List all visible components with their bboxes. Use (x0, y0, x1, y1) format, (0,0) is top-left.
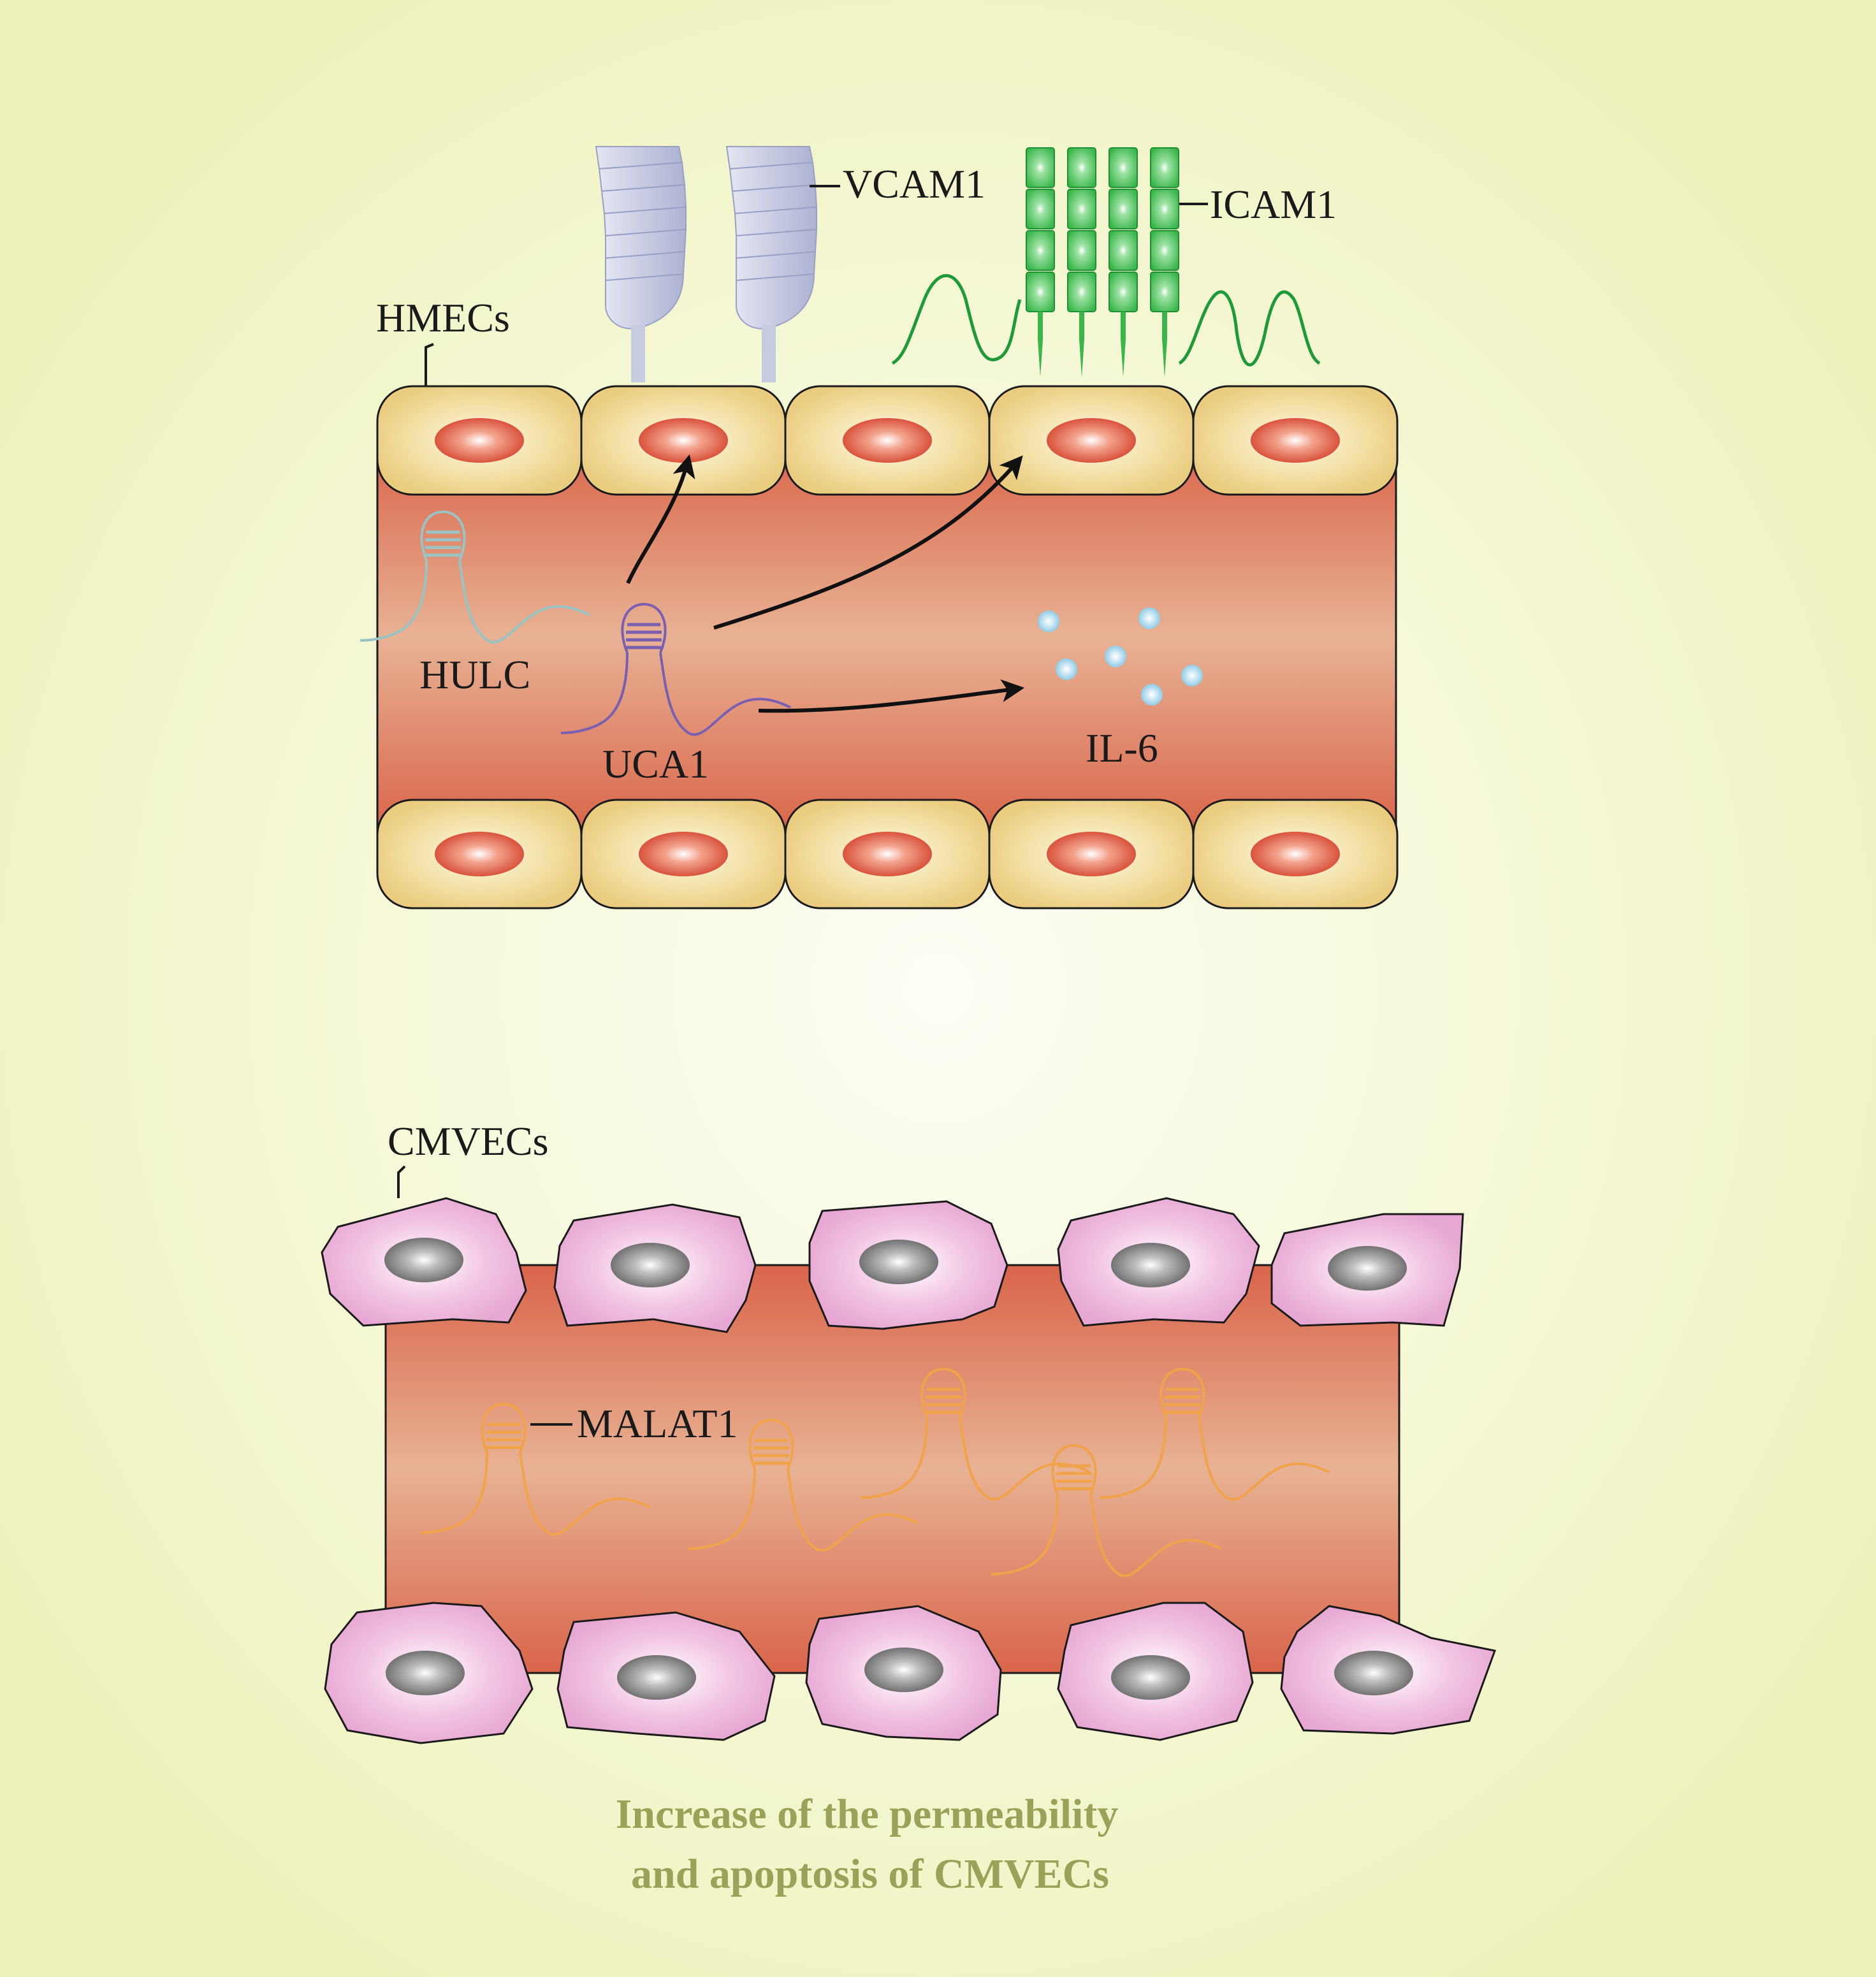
hmec-nucleus (1047, 418, 1136, 463)
hulc-label: HULC (419, 652, 530, 697)
hmec-nucleus (1251, 418, 1340, 463)
cmvec-panel: CMVECs MALAT1 (321, 1119, 1497, 1744)
il6-label: IL-6 (1086, 725, 1158, 771)
cmvec-nucleus (1334, 1651, 1413, 1695)
cmvecs-leader-line (397, 1165, 406, 1198)
hmec-nucleus (843, 418, 932, 463)
cmvec-nucleus (859, 1240, 938, 1284)
hmec-nucleus (639, 832, 728, 876)
cmvec-cell-row-bottom (324, 1602, 1497, 1744)
cmvec-nucleus (611, 1243, 690, 1287)
il6-particle (1181, 665, 1203, 686)
cmvec-nucleus (386, 1651, 465, 1695)
caption-line-2: and apoptosis of CMVECs (631, 1851, 1109, 1897)
cmvec-nucleus (617, 1655, 696, 1700)
cmvec-nucleus (384, 1238, 463, 1282)
cmvec-nucleus (1111, 1243, 1190, 1287)
hmec-nucleus (1251, 832, 1340, 876)
hmecs-label: HMECs (376, 295, 510, 340)
hmec-nucleus (1047, 832, 1136, 876)
hmec-nucleus (639, 418, 728, 463)
icam1-ligand-wave (891, 274, 1022, 365)
cmvec-nucleus (864, 1647, 943, 1692)
hmec-vessel-lumen (376, 438, 1397, 836)
cmvec-cell-row-top (321, 1197, 1464, 1333)
vcam1-label: VCAM1 (843, 161, 985, 206)
cmvec-vessel-lumen (384, 1264, 1400, 1674)
il6-particle (1141, 684, 1163, 706)
hmec-nucleus (435, 418, 524, 463)
hmec-nucleus (843, 832, 932, 876)
hmec-cell-row-bottom (376, 799, 1399, 909)
hmecs-leader-line (425, 343, 434, 386)
hmec-nucleus (435, 832, 524, 876)
il6-particle (1038, 611, 1059, 632)
malat1-label: MALAT1 (577, 1401, 738, 1446)
hmec-panel: VCAM1 ICAM1 (360, 146, 1399, 909)
il6-particle (1138, 607, 1160, 629)
cmvecs-label: CMVECs (388, 1119, 549, 1164)
uca1-label: UCA1 (602, 741, 709, 786)
icam1-ligand-wave (1178, 290, 1321, 366)
cmvec-nucleus (1328, 1246, 1407, 1291)
icam1-label: ICAM1 (1210, 182, 1337, 227)
arrow-uca1-to-vcam1 (626, 454, 695, 584)
caption-line-1: Increase of the permeability (616, 1791, 1119, 1837)
il6-particle (1056, 658, 1077, 680)
arrow-uca1-to-il6 (758, 679, 1025, 713)
hmec-cell-row-top (376, 385, 1399, 496)
cmvec-nucleus (1111, 1655, 1190, 1700)
il6-particle (1105, 646, 1126, 667)
arrow-uca1-to-icam1 (713, 455, 1023, 630)
il6-particles (1038, 607, 1203, 706)
